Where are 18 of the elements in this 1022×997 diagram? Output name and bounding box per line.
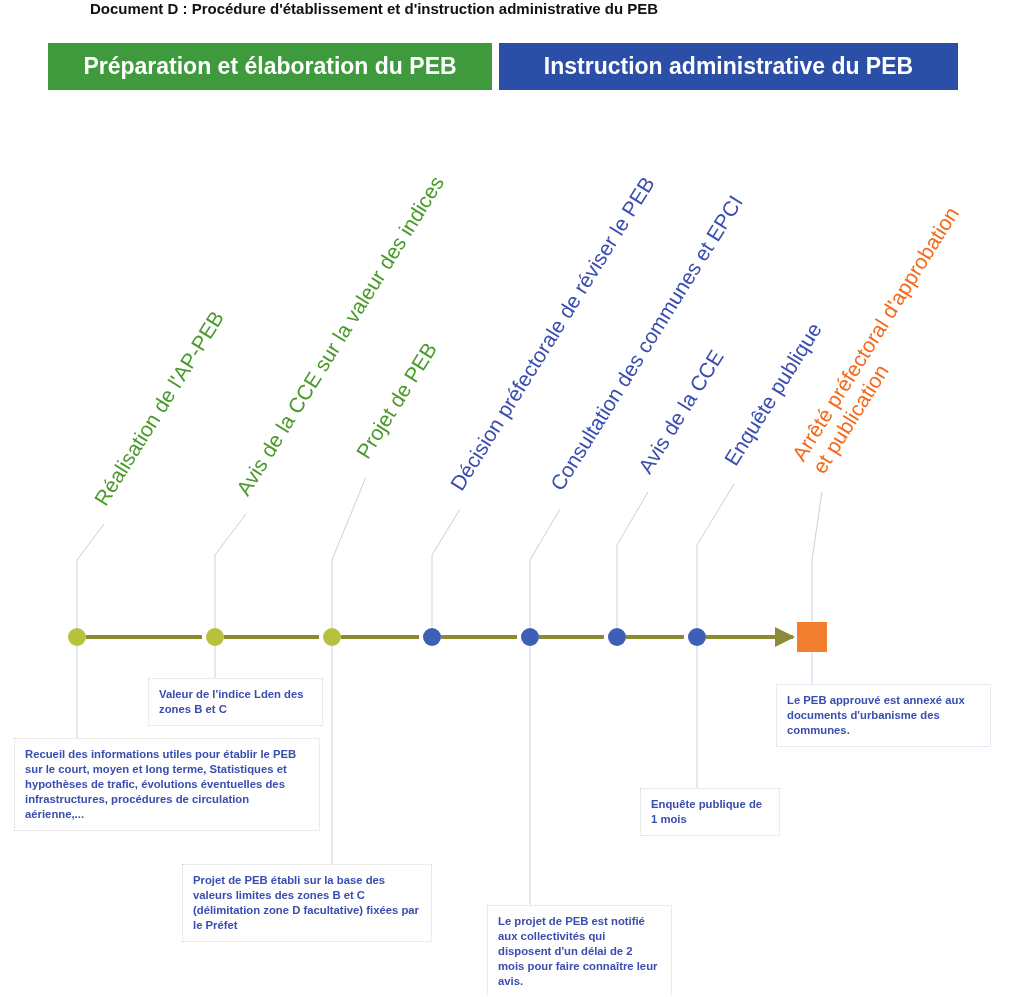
- note-text: Le projet de PEB est notifié aux collectivités qui disposent d'un délai de 2 mois pour faire connaître leur avis.: [487, 905, 672, 997]
- leader-line: [529, 508, 561, 629]
- leader-line: [811, 491, 823, 623]
- phase-banner: Instruction administrative du PEB: [499, 43, 958, 90]
- diagram-title: Document D : Procédure d'établissement et d'instruction administrative du PEB: [90, 0, 659, 17]
- phase-banner: Préparation et élaboration du PEB: [48, 43, 492, 90]
- leader-line: [214, 513, 247, 629]
- note-text: Enquête publique de 1 mois: [640, 788, 780, 836]
- leader-line: [616, 491, 649, 629]
- leader-line: [696, 483, 735, 629]
- timeline-arrow: [706, 627, 795, 647]
- note-text: Projet de PEB établi sur la base des valeurs limites des zones B et C (délimitation zone D facultative) fixées par le Préfet: [182, 864, 432, 942]
- note-text: Recueil des informations utiles pour établir le PEB sur le court, moyen et long terme, Statistiques et hypothèses de trafic, évolutions éventuelles des infrastructures, procédures de circulation aérienne,...: [14, 738, 320, 831]
- note-text: Le PEB approuvé est annexé aux documents d'urbanisme des communes.: [776, 684, 991, 747]
- note-text: Valeur de l'indice Lden des zones B et C: [148, 678, 323, 726]
- leader-line: [76, 523, 105, 629]
- leader-line: [331, 476, 367, 629]
- leader-line: [431, 508, 461, 629]
